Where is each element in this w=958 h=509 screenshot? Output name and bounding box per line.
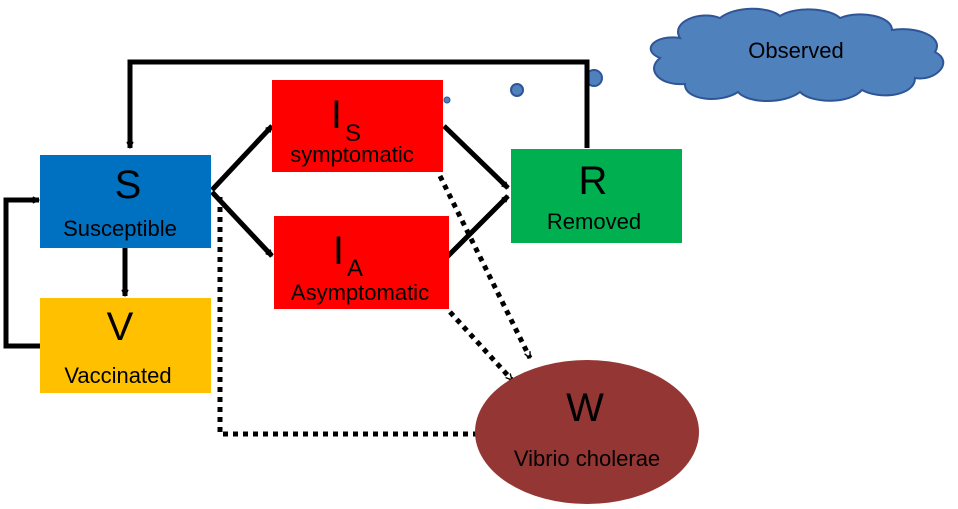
edge-s-to-is (210, 124, 274, 192)
removed-letter: R (579, 159, 608, 203)
infected-asymptomatic-subscript: A (347, 255, 363, 282)
infected-symptomatic-label: symptomatic (290, 142, 413, 167)
vibrio-letter: W (566, 386, 604, 430)
node-removed: R Removed (511, 149, 682, 243)
edge-ia-to-w (448, 310, 514, 382)
susceptible-box (40, 155, 211, 248)
vaccinated-letter: V (107, 305, 134, 349)
edge-ia-to-r (442, 194, 510, 262)
susceptible-letter: S (115, 163, 142, 207)
node-infected-asymptomatic: I A Asymptomatic (274, 216, 449, 309)
edge-r-to-s (126, 59, 590, 149)
vibrio-label: Vibrio cholerae (514, 446, 660, 471)
infected-asymptomatic-label: Asymptomatic (291, 280, 429, 305)
infected-asymptomatic-letter: I (333, 229, 344, 273)
removed-label: Removed (547, 209, 641, 234)
callout-bubble-small (443, 96, 451, 104)
edge-is-to-w (437, 174, 533, 360)
observed-cloud-shape (649, 7, 945, 102)
callout-bubble-medium (510, 83, 524, 97)
observed-label: Observed (748, 38, 843, 63)
susceptible-label: Susceptible (63, 216, 177, 241)
removed-box (511, 149, 682, 243)
node-vibrio-cholerae: W Vibrio cholerae (475, 360, 699, 504)
vaccinated-label: Vaccinated (64, 363, 171, 388)
vaccinated-box (40, 298, 211, 393)
dotted-edges (217, 174, 533, 437)
vibrio-ellipse (475, 360, 699, 504)
observed-callout: Observed (443, 7, 945, 104)
solid-edges (3, 59, 590, 349)
edge-is-to-r (442, 124, 510, 190)
infected-symptomatic-letter: I (331, 93, 342, 137)
edge-v-to-s (3, 196, 40, 349)
edge-s-to-ia (210, 190, 274, 258)
node-vaccinated: V Vaccinated (40, 298, 211, 393)
infected-symptomatic-box (272, 80, 443, 172)
infected-symptomatic-subscript: S (345, 120, 361, 147)
node-susceptible: S Susceptible (40, 155, 211, 248)
infected-asymptomatic-box (274, 216, 449, 309)
node-infected-symptomatic: I S symptomatic (272, 80, 443, 172)
